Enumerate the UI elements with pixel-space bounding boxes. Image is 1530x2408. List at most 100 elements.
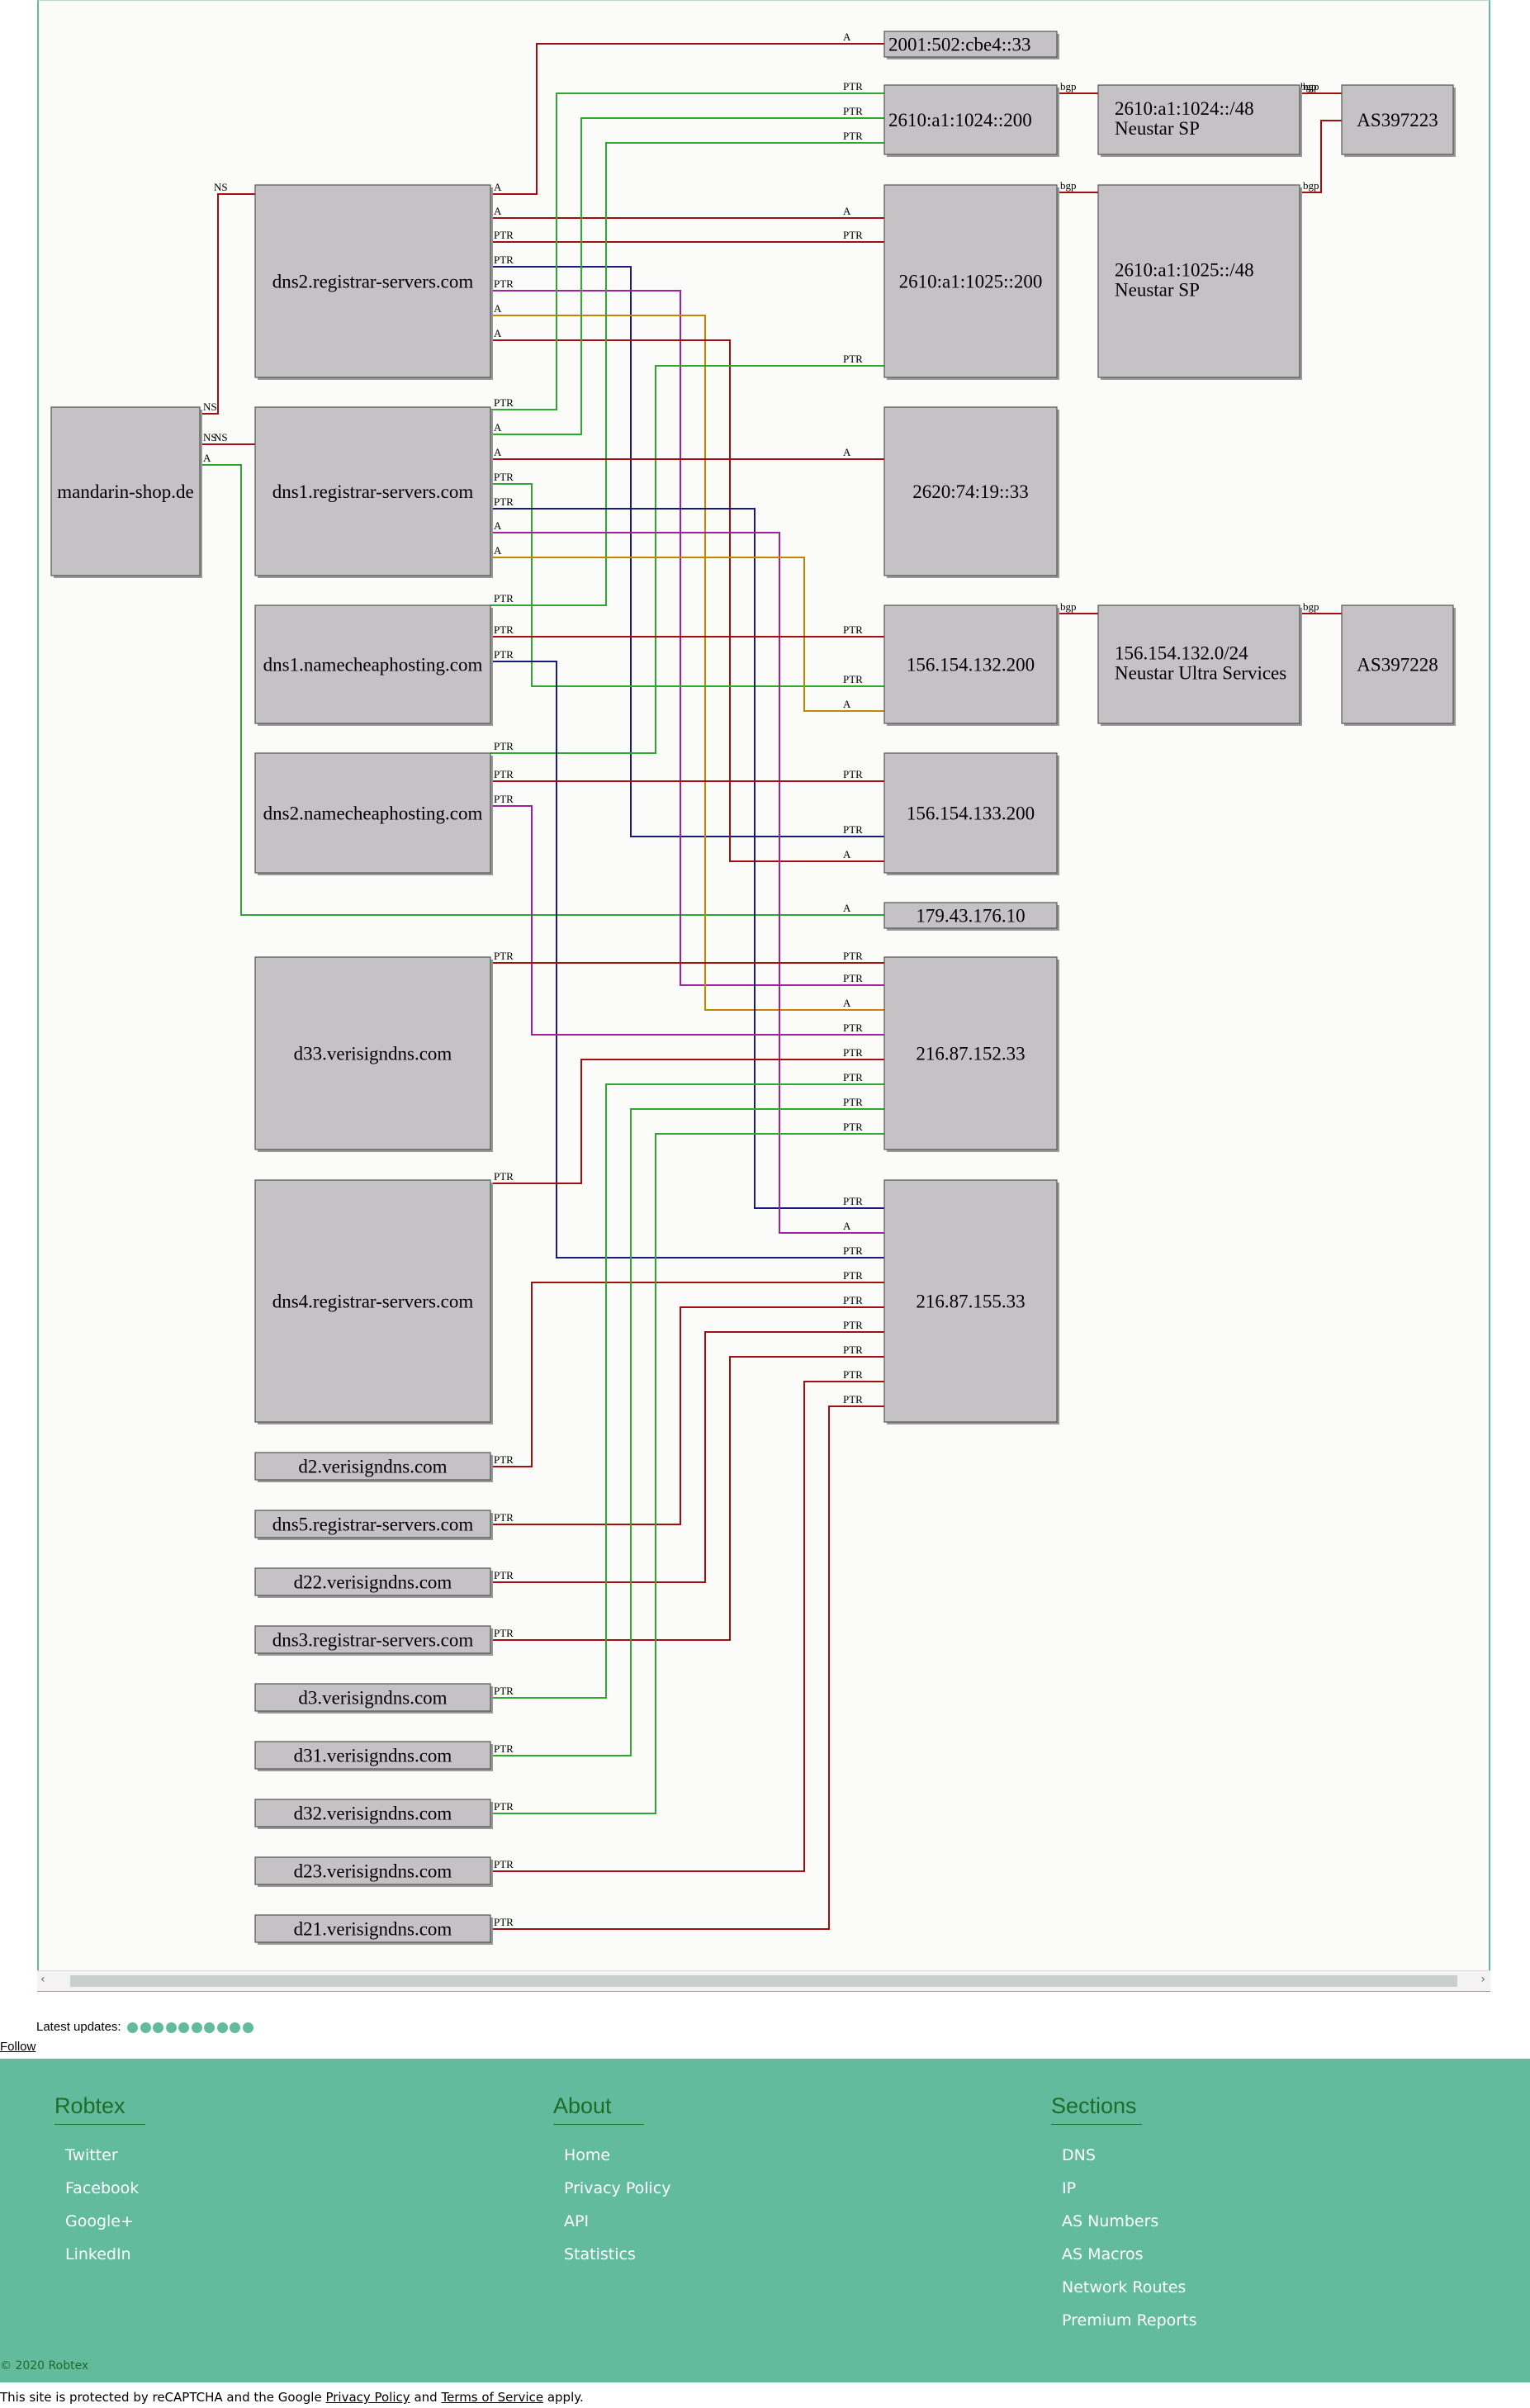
- update-dot[interactable]: [140, 2022, 151, 2033]
- node-box[interactable]: [254, 1625, 491, 1654]
- latest-updates-dots[interactable]: [127, 2021, 255, 2036]
- node-ip216_152[interactable]: 216.87.152.33: [883, 956, 1059, 1152]
- node-box[interactable]: [883, 902, 1058, 929]
- node-box[interactable]: [883, 406, 1058, 576]
- update-dot[interactable]: [204, 2022, 215, 2033]
- privacy-policy-link[interactable]: Privacy Policy: [325, 2390, 410, 2405]
- node-box[interactable]: [254, 752, 491, 874]
- node-d32[interactable]: d32.verisigndns.com: [254, 1799, 493, 1829]
- node-box[interactable]: [883, 604, 1058, 724]
- follow-link[interactable]: Follow: [0, 2040, 36, 2054]
- node-d22[interactable]: d22.verisigndns.com: [254, 1567, 493, 1598]
- edge-label: PTR: [494, 254, 514, 266]
- footer-link-googleplus[interactable]: Google+: [65, 2212, 134, 2230]
- update-dot[interactable]: [230, 2022, 240, 2033]
- node-ip2001[interactable]: 2001:502:cbe4::33: [883, 31, 1059, 59]
- node-label: 2610:a1:1024::200: [888, 110, 1032, 130]
- node-box[interactable]: [1097, 184, 1300, 378]
- node-ip2610_1024[interactable]: 2610:a1:1024::200: [883, 84, 1059, 157]
- node-box[interactable]: [50, 406, 201, 576]
- update-dot[interactable]: [242, 2022, 253, 2033]
- footer-link-premium-reports[interactable]: Premium Reports: [1062, 2311, 1197, 2330]
- node-mandarin[interactable]: mandarin-shop.de: [50, 406, 202, 578]
- footer-link-as-numbers[interactable]: AS Numbers: [1062, 2212, 1159, 2230]
- node-ip156_133[interactable]: 156.154.133.200: [883, 752, 1059, 875]
- update-dot[interactable]: [191, 2022, 202, 2033]
- node-box[interactable]: [254, 1914, 491, 1943]
- node-box[interactable]: [254, 1799, 491, 1827]
- node-d21[interactable]: d21.verisigndns.com: [254, 1914, 493, 1945]
- node-box[interactable]: [254, 1179, 491, 1423]
- scrollbar-thumb[interactable]: [70, 1975, 1457, 1987]
- scroll-left-arrow-icon[interactable]: ‹: [40, 1973, 45, 1986]
- node-box[interactable]: [254, 1567, 491, 1596]
- footer-link-linkedin[interactable]: LinkedIn: [65, 2245, 131, 2263]
- footer-link-facebook[interactable]: Facebook: [65, 2179, 140, 2197]
- scroll-right-arrow-icon[interactable]: ›: [1480, 1973, 1485, 1986]
- node-ip216_155[interactable]: 216.87.155.33: [883, 1179, 1059, 1424]
- node-dns2rs[interactable]: dns2.registrar-servers.com: [254, 184, 493, 380]
- node-box[interactable]: [883, 184, 1058, 378]
- footer-link-privacy[interactable]: Privacy Policy: [564, 2179, 671, 2197]
- edge-label: PTR: [494, 1685, 514, 1697]
- footer-link-network-routes[interactable]: Network Routes: [1062, 2278, 1187, 2297]
- node-ip2620[interactable]: 2620:74:19::33: [883, 406, 1059, 578]
- node-box[interactable]: [1341, 604, 1454, 724]
- node-box[interactable]: [254, 1510, 491, 1538]
- node-box[interactable]: [254, 1856, 491, 1885]
- edge-label: PTR: [843, 130, 863, 142]
- node-d23[interactable]: d23.verisigndns.com: [254, 1856, 493, 1887]
- update-dot[interactable]: [178, 2022, 189, 2033]
- node-dns1rs[interactable]: dns1.registrar-servers.com: [254, 406, 493, 578]
- footer-link-ip[interactable]: IP: [1062, 2179, 1077, 2197]
- update-dot[interactable]: [216, 2022, 228, 2033]
- node-box[interactable]: [1341, 84, 1454, 155]
- node-dns4rs[interactable]: dns4.registrar-servers.com: [254, 1179, 493, 1424]
- node-box[interactable]: [883, 1179, 1058, 1423]
- node-box[interactable]: [883, 956, 1058, 1150]
- node-box[interactable]: [254, 406, 491, 576]
- node-box[interactable]: [883, 84, 1058, 155]
- node-d3[interactable]: d3.verisigndns.com: [254, 1683, 493, 1714]
- footer-link-dns[interactable]: DNS: [1062, 2146, 1096, 2164]
- footer-link-api[interactable]: API: [564, 2212, 590, 2230]
- node-dns3rs[interactable]: dns3.registrar-servers.com: [254, 1625, 493, 1656]
- node-box[interactable]: [883, 31, 1058, 58]
- footer-link-as-macros[interactable]: AS Macros: [1062, 2245, 1144, 2263]
- node-ip2610_1025[interactable]: 2610:a1:1025::200: [883, 184, 1059, 380]
- node-box[interactable]: [254, 184, 491, 378]
- horizontal-scrollbar[interactable]: ‹ ›: [37, 1970, 1490, 1991]
- node-box[interactable]: [1097, 84, 1300, 155]
- footer-link-twitter[interactable]: Twitter: [65, 2146, 118, 2164]
- node-as397228[interactable]: AS397228: [1341, 604, 1456, 726]
- node-box[interactable]: [254, 956, 491, 1150]
- ptr-edge: [490, 805, 884, 1036]
- node-dns1nc[interactable]: dns1.namecheaphosting.com: [254, 604, 493, 726]
- footer-link-statistics[interactable]: Statistics: [564, 2245, 636, 2263]
- node-box[interactable]: [254, 1452, 491, 1481]
- recaptcha-text: and: [410, 2390, 442, 2405]
- node-box[interactable]: [254, 1741, 491, 1770]
- update-dot[interactable]: [153, 2022, 163, 2033]
- terms-of-service-link[interactable]: Terms of Service: [441, 2390, 544, 2405]
- node-d33[interactable]: d33.verisigndns.com: [254, 956, 493, 1152]
- node-d2[interactable]: d2.verisigndns.com: [254, 1452, 493, 1482]
- update-dot[interactable]: [165, 2022, 177, 2033]
- node-as397223[interactable]: AS397223: [1341, 84, 1456, 157]
- update-dot[interactable]: [127, 2022, 138, 2033]
- footer-link-home[interactable]: Home: [564, 2146, 611, 2164]
- node-ip156_132[interactable]: 156.154.132.200: [883, 604, 1059, 726]
- node-dns2nc[interactable]: dns2.namecheaphosting.com: [254, 752, 493, 875]
- node-ip179[interactable]: 179.43.176.10: [883, 902, 1059, 931]
- node-box[interactable]: [883, 752, 1058, 874]
- node-box[interactable]: [254, 1683, 491, 1712]
- node-dns5rs[interactable]: dns5.registrar-servers.com: [254, 1510, 493, 1540]
- node-box[interactable]: [254, 604, 491, 724]
- node-box[interactable]: [1097, 604, 1300, 724]
- node-d31[interactable]: d31.verisigndns.com: [254, 1741, 493, 1771]
